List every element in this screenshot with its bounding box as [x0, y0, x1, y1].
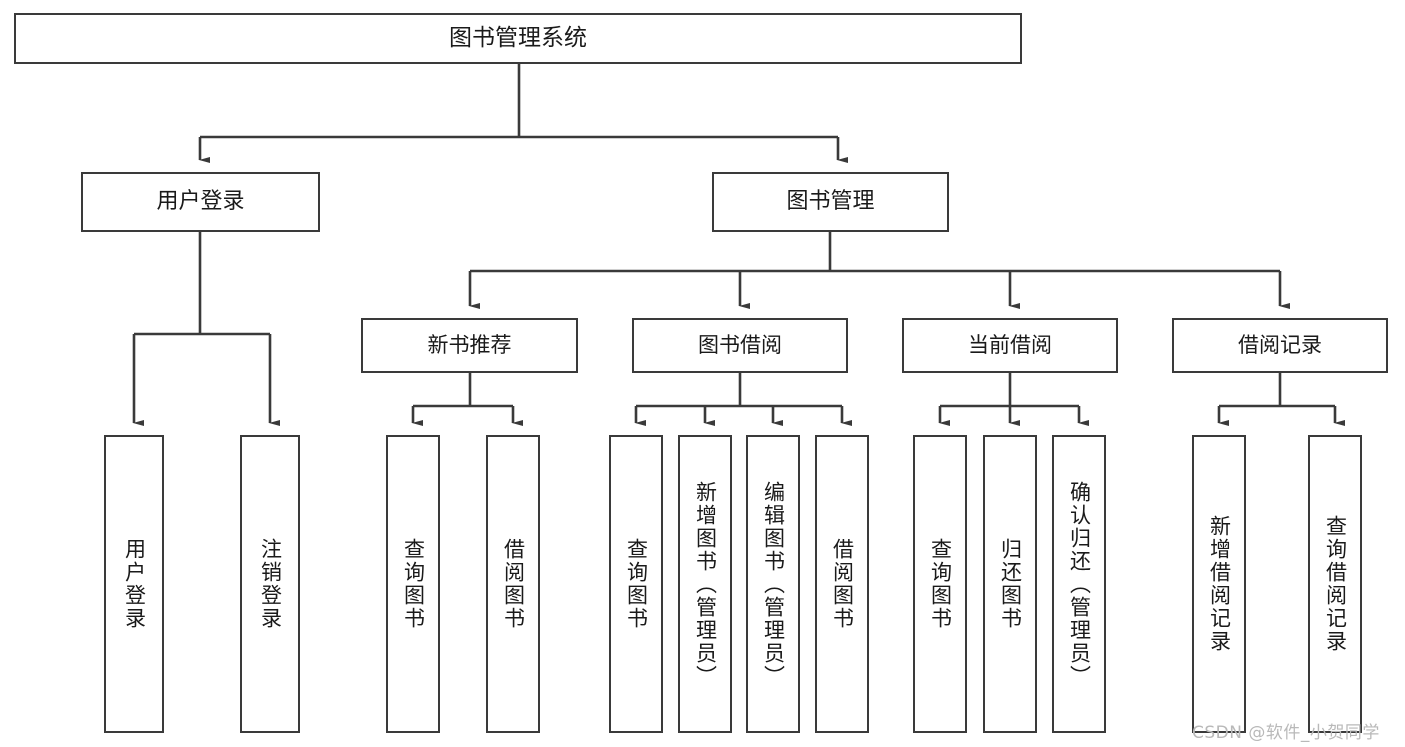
- node-leaf-return-book-label: 归还图书: [998, 538, 1023, 630]
- node-root[interactable]: 图书管理系统: [14, 13, 1022, 64]
- node-leaf-confirm-return[interactable]: 确认归还（管理员）: [1052, 435, 1106, 733]
- node-book-manage-label: 图书管理: [786, 188, 875, 214]
- node-leaf-user-login[interactable]: 用户登录: [104, 435, 164, 733]
- node-leaf-query-book-cur[interactable]: 查询图书: [913, 435, 967, 733]
- node-borrow-record-label: 借阅记录: [1238, 332, 1322, 357]
- csdn-watermark: CSDN @软件_小贺同学: [1192, 723, 1380, 743]
- node-leaf-add-book-label: 新增图书（管理员）: [693, 480, 718, 688]
- node-leaf-query-book-brw[interactable]: 查询图书: [609, 435, 663, 733]
- node-leaf-query-record-label: 查询借阅记录: [1323, 515, 1348, 653]
- node-book-borrow[interactable]: 图书借阅: [632, 318, 848, 373]
- node-book-manage[interactable]: 图书管理: [712, 172, 949, 232]
- node-new-book-recommend-label: 新书推荐: [427, 332, 512, 357]
- node-leaf-query-book-cur-label: 查询图书: [928, 538, 953, 630]
- node-borrow-record[interactable]: 借阅记录: [1172, 318, 1388, 373]
- node-leaf-return-book[interactable]: 归还图书: [983, 435, 1037, 733]
- node-leaf-borrow-book-brw[interactable]: 借阅图书: [815, 435, 869, 733]
- node-leaf-borrow-book-rec[interactable]: 借阅图书: [486, 435, 540, 733]
- node-leaf-query-book-rec-label: 查询图书: [401, 538, 426, 630]
- node-leaf-add-book[interactable]: 新增图书（管理员）: [678, 435, 732, 733]
- node-leaf-borrow-book-brw-label: 借阅图书: [830, 538, 855, 630]
- node-leaf-confirm-return-label: 确认归还（管理员）: [1067, 480, 1092, 688]
- node-new-book-recommend[interactable]: 新书推荐: [361, 318, 578, 373]
- node-leaf-add-record-label: 新增借阅记录: [1207, 515, 1232, 653]
- node-current-borrow[interactable]: 当前借阅: [902, 318, 1118, 373]
- node-leaf-user-logout[interactable]: 注销登录: [240, 435, 300, 733]
- node-root-label: 图书管理系统: [449, 25, 587, 52]
- node-user-login[interactable]: 用户登录: [81, 172, 320, 232]
- node-book-borrow-label: 图书借阅: [698, 332, 782, 357]
- node-leaf-user-logout-label: 注销登录: [258, 538, 283, 630]
- node-current-borrow-label: 当前借阅: [968, 332, 1052, 357]
- node-leaf-edit-book-label: 编辑图书（管理员）: [761, 480, 786, 688]
- node-user-login-label: 用户登录: [156, 188, 245, 214]
- node-leaf-query-record[interactable]: 查询借阅记录: [1308, 435, 1362, 733]
- node-leaf-query-book-rec[interactable]: 查询图书: [386, 435, 440, 733]
- node-leaf-add-record[interactable]: 新增借阅记录: [1192, 435, 1246, 733]
- node-leaf-borrow-book-rec-label: 借阅图书: [501, 538, 526, 630]
- node-leaf-edit-book[interactable]: 编辑图书（管理员）: [746, 435, 800, 733]
- node-leaf-query-book-brw-label: 查询图书: [624, 538, 649, 630]
- node-leaf-user-login-label: 用户登录: [122, 538, 147, 630]
